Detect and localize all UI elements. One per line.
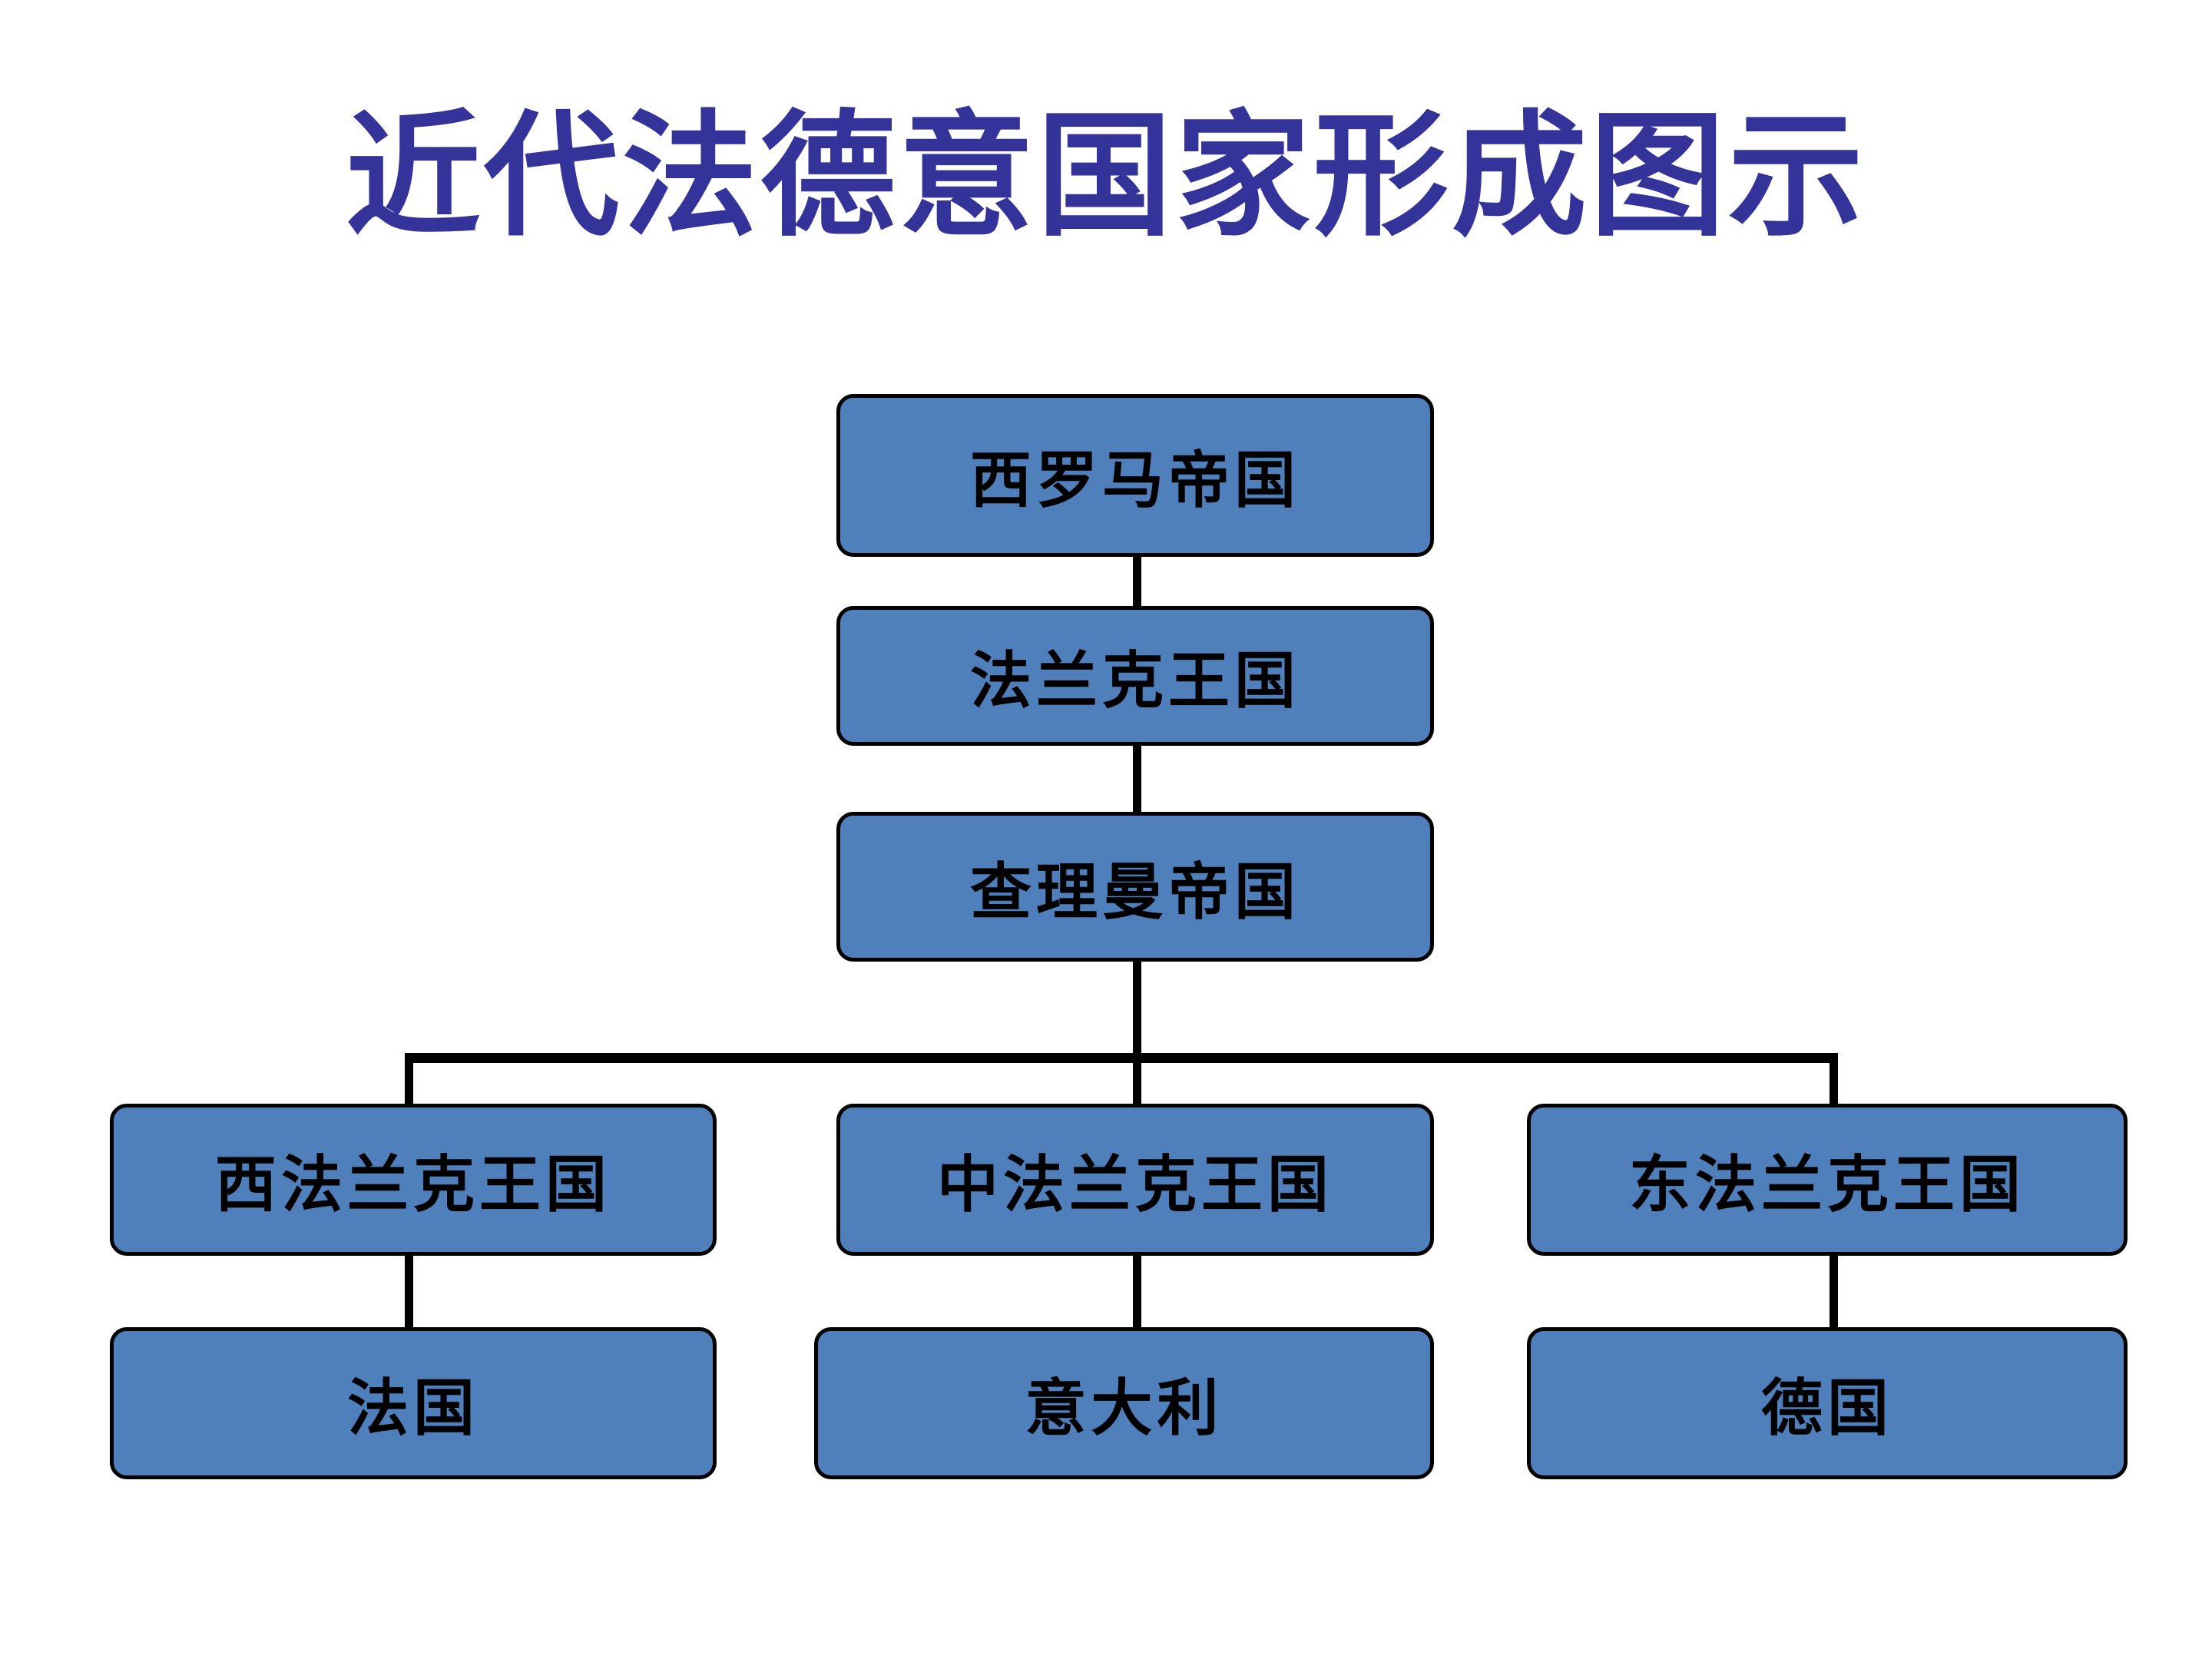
node-label-carolingian-empire: 查理曼帝国 xyxy=(970,855,1300,928)
node-germany[interactable]: 德国 xyxy=(1527,1327,2128,1479)
node-east-frankish-kingdom[interactable]: 东法兰克王国 xyxy=(1527,1104,2128,1256)
node-middle-frankish-kingdom[interactable]: 中法兰克王国 xyxy=(836,1104,1434,1256)
node-west-frankish-kingdom[interactable]: 西法兰克王国 xyxy=(110,1104,717,1256)
node-label-frankish-kingdom: 法兰克王国 xyxy=(970,644,1300,717)
node-label-france: 法国 xyxy=(347,1372,479,1444)
node-label-italy: 意大利 xyxy=(1025,1372,1224,1444)
connector-middle-frankish-to-italy xyxy=(1133,1252,1141,1336)
connector-west-roman-to-frankish xyxy=(1133,555,1141,621)
connector-split-to-middle-frankish xyxy=(1133,1053,1141,1108)
connector-east-frankish-to-germany xyxy=(1830,1252,1838,1336)
node-label-middle-frankish-kingdom: 中法兰克王国 xyxy=(937,1148,1333,1220)
node-label-west-frankish-kingdom: 西法兰克王国 xyxy=(215,1148,611,1220)
connector-frankish-to-carolingian xyxy=(1133,743,1141,823)
node-label-west-roman-empire: 西罗马帝国 xyxy=(970,444,1300,516)
node-label-east-frankish-kingdom: 东法兰克王国 xyxy=(1629,1148,2025,1220)
page-title: 近代法德意国家形成图示 xyxy=(345,96,1866,255)
node-west-roman-empire[interactable]: 西罗马帝国 xyxy=(836,394,1434,557)
node-label-germany: 德国 xyxy=(1761,1372,1893,1444)
node-frankish-kingdom[interactable]: 法兰克王国 xyxy=(836,606,1434,746)
connector-split-to-west-frankish xyxy=(405,1053,413,1108)
connector-carolingian-trunk xyxy=(1133,959,1141,1062)
node-carolingian-empire[interactable]: 查理曼帝国 xyxy=(836,812,1434,962)
node-france[interactable]: 法国 xyxy=(110,1327,717,1479)
connector-split-to-east-frankish xyxy=(1830,1053,1838,1108)
connector-split-bar xyxy=(405,1053,1838,1063)
node-italy[interactable]: 意大利 xyxy=(814,1327,1434,1479)
connector-west-frankish-to-france xyxy=(405,1252,413,1336)
